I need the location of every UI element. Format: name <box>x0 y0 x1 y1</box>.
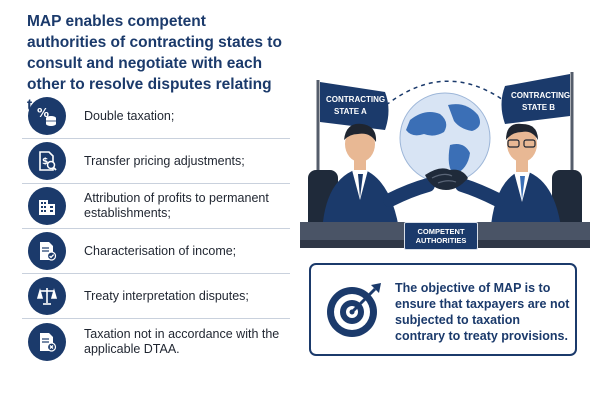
dispute-list: % Double taxation; $ Transfer pricing ad… <box>22 94 290 364</box>
official-left <box>322 123 435 235</box>
flag-a-line1: CONTRACTING <box>326 95 385 104</box>
list-item-label: Attribution of profits to permanent esta… <box>84 191 269 220</box>
flag-b-line2: STATE B <box>522 103 555 112</box>
flag-b-line1: CONTRACTING <box>511 91 570 100</box>
list-item-label: Double taxation; <box>84 108 175 123</box>
document-check-icon <box>28 232 66 270</box>
list-item-label: Treaty interpretation disputes; <box>84 288 249 303</box>
list-item-transfer-pricing: $ Transfer pricing adjustments; <box>22 139 290 184</box>
flag-state-b: CONTRACTING STATE B <box>501 72 574 210</box>
flag-a-line2: STATE A <box>334 107 367 116</box>
list-item-label: Transfer pricing adjustments; <box>84 153 245 168</box>
list-item-label: Characterisation of income; <box>84 243 237 258</box>
connection-arc <box>379 80 511 111</box>
list-item-label: Taxation not in accordance with the appl… <box>84 326 280 356</box>
building-icon <box>28 187 66 225</box>
list-item-treaty-interpretation: Treaty interpretation disputes; <box>22 274 290 319</box>
objective-text: The objective of MAP is to ensure that t… <box>395 281 570 343</box>
flag-state-a: CONTRACTING STATE A <box>316 80 389 210</box>
svg-text:%: % <box>37 106 49 120</box>
list-item-taxation-dtaa: Taxation not in accordance with the appl… <box>22 319 290 364</box>
competent-authorities-sign: COMPETENT AUTHORITIES <box>404 222 478 250</box>
document-dollar-icon: $ <box>28 142 66 180</box>
official-right <box>455 123 562 235</box>
target-icon <box>327 283 381 337</box>
document-cross-icon <box>28 322 66 361</box>
list-item-double-taxation: % Double taxation; <box>22 94 290 139</box>
negotiation-illustration: CONTRACTING STATE A CONTRACTING STATE B <box>300 72 590 248</box>
scales-icon <box>28 277 66 315</box>
percent-coins-icon: % <box>28 97 66 135</box>
objective-box: The objective of MAP is to ensure that t… <box>309 263 577 356</box>
svg-text:$: $ <box>42 157 48 167</box>
handshake-icon <box>425 168 468 190</box>
list-item-characterisation: Characterisation of income; <box>22 229 290 274</box>
globe-icon <box>399 92 491 184</box>
list-item-attribution-profits: Attribution of profits to permanent esta… <box>22 184 290 229</box>
page-heading: MAP enables competent authorities of con… <box>27 13 282 114</box>
